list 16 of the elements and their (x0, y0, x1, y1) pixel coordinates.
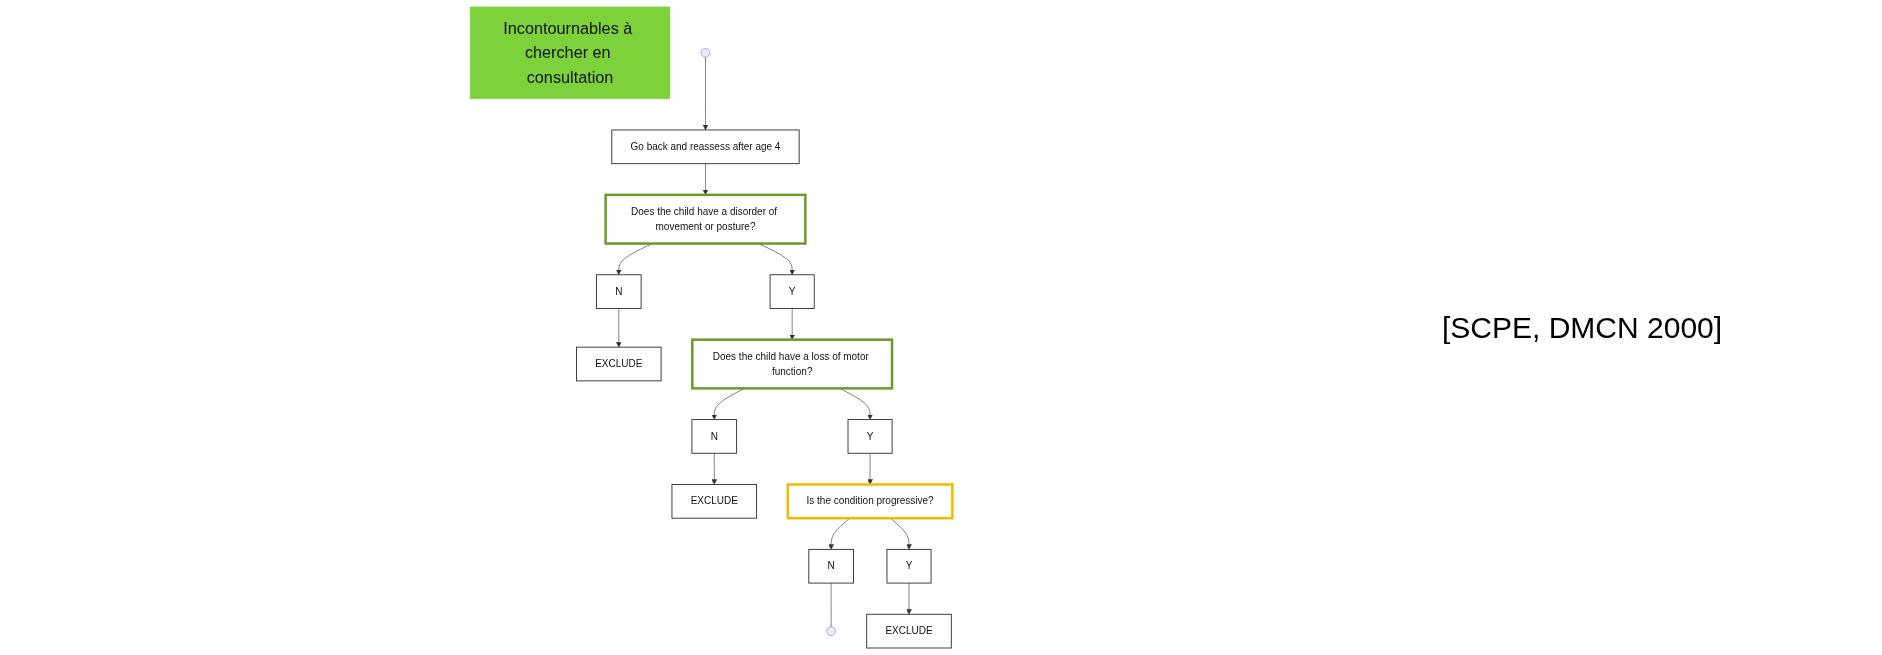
node-box: EXCLUDE (671, 484, 757, 519)
node-box: Does the child have a disorder of movement or posture? (604, 193, 807, 245)
node-box: N (691, 419, 737, 454)
node-box: Does the child have a loss of motor function? (690, 338, 893, 390)
node-box: Y (769, 274, 815, 309)
node-box: Y (847, 419, 893, 454)
citation-note: [SCPE, DMCN 2000] (1442, 310, 1724, 345)
connector (830, 582, 832, 628)
node-box: N (808, 548, 854, 584)
node-box: EXCLUDE (575, 346, 662, 382)
node-box: N (595, 274, 642, 309)
node-box: Y (886, 548, 932, 584)
node-box: Incontournables à chercher en consultation (469, 6, 670, 100)
node-box: Go back and reassess after age 4 (611, 129, 800, 165)
node-box: Is the condition progressive? (786, 483, 954, 520)
node-box: EXCLUDE (865, 613, 952, 649)
